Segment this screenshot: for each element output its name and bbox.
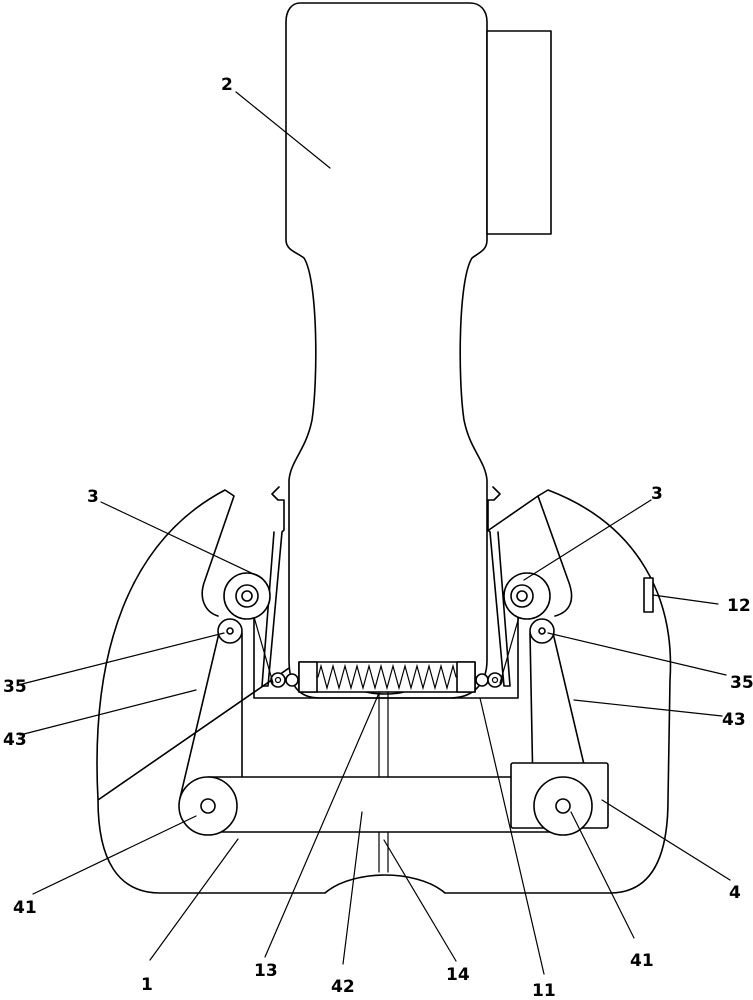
label-3-right: 3: [651, 484, 663, 504]
handle-body: [285, 2, 488, 699]
leader-42: [342, 811, 363, 965]
leader-41-right: [570, 811, 635, 939]
label-43-left: 43: [3, 730, 27, 750]
left-clamp-arm: [261, 486, 285, 687]
label-41-left: 41: [13, 898, 37, 918]
roller-35-right-hub: [538, 627, 546, 635]
label-11: 11: [532, 981, 556, 1000]
base-right-slot: [537, 495, 573, 617]
right-clamp-arm: [487, 486, 511, 687]
roller-35-left-hub: [226, 627, 234, 635]
spring-pin-right-b-in: [491, 676, 499, 684]
pulley-41-left-hub: [200, 798, 216, 814]
label-41-right: 41: [630, 951, 654, 971]
spring-pin-left-a: [270, 672, 286, 688]
label-35-right: 35: [730, 673, 753, 693]
spring-pin-right-a: [475, 673, 489, 687]
leader-35-right: [547, 632, 727, 676]
spring-pin-left-a-in: [274, 676, 282, 684]
leader-43-right: [573, 699, 723, 717]
handle-side-block: [486, 30, 552, 235]
leader-11: [479, 697, 545, 975]
leader-2: [235, 91, 331, 169]
pulley-41-right-hub: [555, 798, 571, 814]
leader-12: [652, 594, 719, 605]
spring-pin-left-b: [285, 673, 299, 687]
belt-43-left-outer: [179, 632, 220, 799]
label-14: 14: [446, 965, 470, 985]
spring-cap-right: [456, 661, 476, 693]
label-12: 12: [727, 596, 751, 616]
leader-1: [149, 838, 239, 961]
switch-12: [643, 577, 654, 613]
label-1: 1: [141, 975, 153, 995]
leader-14: [383, 839, 457, 962]
leader-41-left: [32, 815, 197, 895]
leader-3-left: [100, 501, 263, 579]
spring: [317, 663, 457, 691]
leader-3-right: [523, 499, 652, 581]
base-body: [96, 489, 672, 894]
spring-cap-left: [298, 661, 318, 693]
leader-4: [601, 799, 731, 881]
label-3-left: 3: [87, 487, 99, 507]
leader-43-left: [19, 689, 197, 736]
label-35-left: 35: [3, 677, 27, 697]
label-13: 13: [254, 961, 278, 981]
leader-35-left: [21, 632, 225, 685]
right-pivot-3-in: [516, 590, 528, 602]
label-2: 2: [221, 75, 233, 95]
label-4: 4: [729, 883, 741, 903]
frame: [253, 609, 519, 699]
label-42: 42: [331, 977, 355, 997]
spring-pin-right-b: [487, 672, 503, 688]
leader-13: [264, 692, 380, 958]
left-pivot-3-in: [241, 590, 253, 602]
label-43-right: 43: [722, 710, 746, 730]
